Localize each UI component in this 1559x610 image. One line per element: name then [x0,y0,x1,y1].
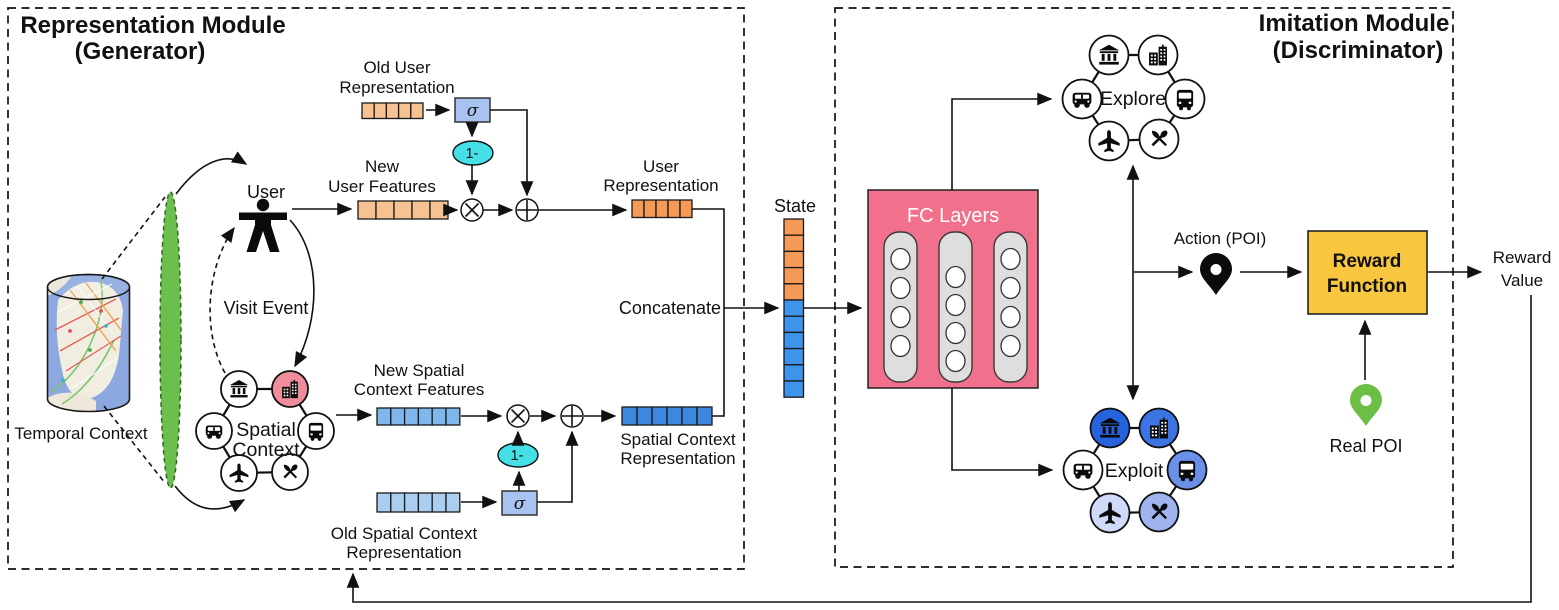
add-op-spatial [560,404,584,428]
discriminator-module-border [834,7,1454,568]
user-icon [239,198,287,252]
action-poi-pin [1200,253,1232,295]
temporal-context-cylinder [46,273,131,413]
time-slice-arrows [174,151,248,513]
reward-value-label-line1: Reward [1493,248,1552,267]
state-vector-orange [783,218,805,301]
reward-function-label-line2: Function [1327,276,1407,297]
spatial-context-ring: Spatial Context [195,370,335,492]
new-spatial-label-line1: New Spatial [374,361,465,380]
action-label: Action (POI) [1174,229,1267,248]
visit-return-arrow [209,226,235,374]
old-spatial-representation-strip [376,492,461,513]
spatial-rep-label-line2: Representation [620,449,735,468]
old-user-label-line1: Old User [363,58,430,77]
old-user-representation-strip [361,102,424,120]
real-poi-pin [1350,384,1382,426]
generator-title-line2: (Generator) [75,38,206,65]
exploit-building-circle [1138,407,1180,449]
user-rep-label-line1: User [643,157,679,176]
reward-feedback-arrow [346,295,1532,603]
concatenate-label: Concatenate [619,298,721,318]
state-vector-blue [783,299,805,398]
new-user-label-line2: User Features [328,177,436,196]
spatial-label-line2: Context [232,439,300,461]
spatial-label-line1: Spatial [236,419,296,441]
discriminator-title-line1: Imitation Module [1259,10,1450,37]
fc-layers-label: FC Layers [907,205,999,227]
reward-function-box [1307,230,1428,315]
time-slice-ellipse [159,191,182,489]
spatial-gate-wires [336,408,617,509]
visit-event-label: Visit Event [224,298,309,318]
one-minus-label-user: 1- [466,146,479,162]
exploit-ring: Exploit [1062,407,1208,534]
spatial-rep-label-line1: Spatial Context [620,430,736,449]
user-representation-strip [631,199,693,219]
time-slice-projection [101,196,166,484]
fc-units [890,247,1021,373]
spatial-representation-strip [621,406,713,426]
user-gate-wires [292,103,628,217]
one-minus-ellipse-user [452,140,494,166]
sigma-symbol-user: σ [467,101,479,121]
add-op-user [515,198,539,222]
explore-label: Explore [1100,88,1166,110]
reward-value-label-line2: Value [1501,271,1543,290]
generator-title-line1: Representation Module [20,12,285,39]
bus-icon [1178,460,1196,482]
reward-function-label-line1: Reward [1333,251,1402,272]
concatenate-wires [692,208,780,417]
new-spatial-features-strip [376,407,461,426]
old-user-label-line2: Representation [339,78,454,97]
new-user-features-strip [357,200,449,220]
bus-icon [1176,89,1194,111]
visit-event-arrow [289,219,315,368]
generator-module-border [7,7,745,570]
bus-icon [308,422,324,441]
sigma-symbol-spatial: σ [514,494,526,514]
old-spatial-label-line2: Representation [346,543,461,562]
spatial-building-circle-highlighted [271,370,309,408]
real-poi-label: Real POI [1329,436,1402,456]
multiply-op-spatial [506,404,530,428]
temporal-context-label: Temporal Context [14,424,148,443]
multiply-op-user [460,198,484,222]
discriminator-title-line2: (Discriminator) [1273,37,1444,64]
new-user-label-line1: New [365,157,400,176]
user-rep-label-line2: Representation [603,176,718,195]
new-spatial-label-line2: Context Features [354,380,484,399]
old-spatial-label-line1: Old Spatial Context [331,524,478,543]
exploit-label: Exploit [1105,460,1164,482]
explore-building-circle [1137,34,1179,76]
fc-to-rings-wires [951,92,1054,477]
one-minus-label-spatial: 1- [511,448,524,464]
user-label: User [247,182,285,202]
state-label: State [774,196,816,216]
explore-ring: Explore [1061,34,1206,162]
